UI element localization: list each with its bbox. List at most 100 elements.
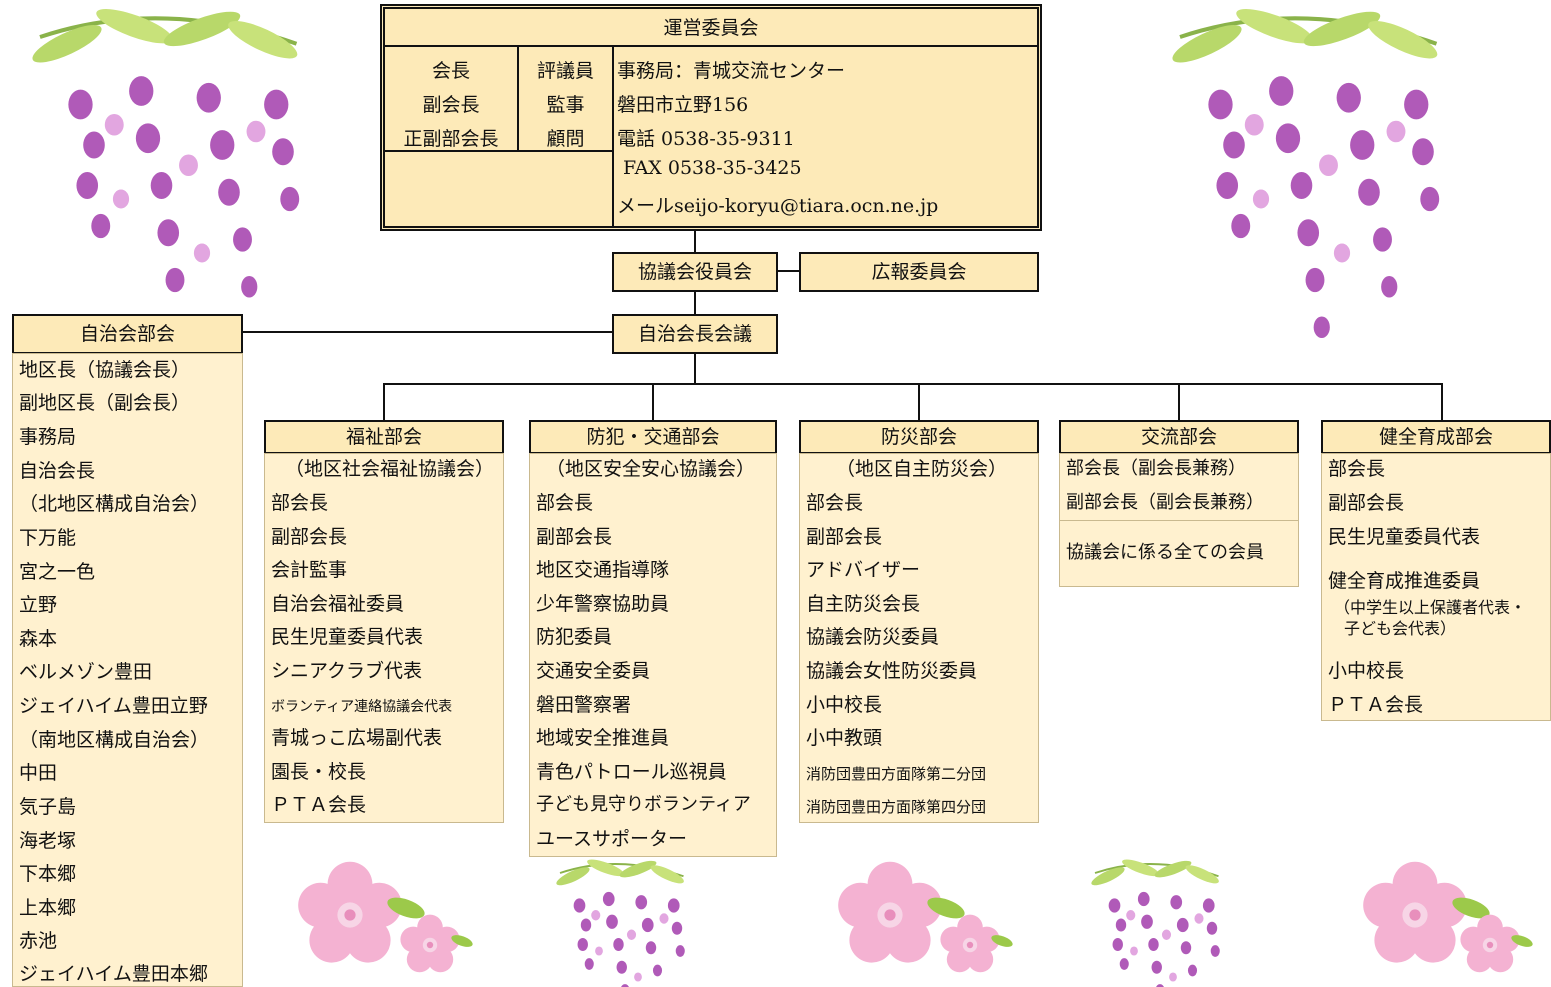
- list-item: ベルメゾン豊田: [19, 661, 153, 683]
- list-item: 交通安全委員: [536, 660, 651, 682]
- management-auditors: 監事: [546, 94, 585, 116]
- crime-traffic-division-title: 防犯・交通部会: [529, 420, 777, 454]
- youth-division-title: 健全育成部会: [1321, 420, 1551, 454]
- management-division-heads: 正副部会長: [403, 128, 499, 150]
- list-item: （南地区構成自治会）: [19, 729, 210, 751]
- pr-committee-box: 広報委員会: [799, 252, 1039, 292]
- list-item: 自治会長: [19, 460, 96, 482]
- list-item: （地区安全安心協議会）: [546, 458, 756, 480]
- list-item: 副部会長: [1328, 492, 1405, 514]
- list-item: 下万能: [19, 527, 77, 549]
- list-item: 地域安全推進員: [536, 727, 670, 749]
- list-item: 副地区長（副会長）: [19, 392, 191, 414]
- disaster-division-title: 防災部会: [799, 420, 1039, 454]
- connector-drop-3: [918, 383, 920, 420]
- list-item: ジェイハイム豊田立野: [19, 695, 208, 717]
- list-item: （地区自主防災会）: [836, 458, 1008, 480]
- management-vice-chair: 副会長: [422, 94, 480, 116]
- list-item: 気子島: [19, 796, 77, 818]
- welfare-division-panel: （地区社会福祉協議会） 部会長 副部会長 会計監事 自治会福祉委員 民生児童委員…: [264, 453, 504, 823]
- officers-meeting-box: 協議会役員会: [612, 252, 778, 292]
- jichikai-panel: 地区長（協議会長） 副地区長（副会長） 事務局 自治会長 （北地区構成自治会） …: [12, 353, 243, 987]
- list-item: 自治会福祉委員: [271, 593, 405, 615]
- list-item: 消防団豊田方面隊第四分団: [806, 798, 987, 816]
- connector-bus: [383, 383, 1443, 385]
- list-item: 副部会長（副会長兼務）: [1066, 492, 1264, 513]
- management-councilors: 評議員: [536, 60, 594, 82]
- list-item: 園長・校長: [271, 761, 367, 783]
- list-item: ユースサポーター: [536, 828, 688, 850]
- divider: [1060, 520, 1298, 521]
- list-item: ジェイハイム豊田本郷: [19, 963, 208, 985]
- contact-phone: 電話 0538-35-9311: [617, 128, 795, 150]
- list-item: 協議会に係る全ての会員: [1066, 542, 1264, 563]
- connector-chairs-bus: [694, 352, 696, 384]
- connector-mgmt-officers: [694, 230, 696, 254]
- connector-jichikai-chairs: [242, 331, 612, 333]
- contact-office: 事務局：青城交流センター: [617, 60, 846, 82]
- list-item: 子ども会代表）: [1344, 619, 1457, 638]
- list-item: ボランティア連絡協議会代表: [271, 699, 453, 715]
- list-item: 赤池: [19, 930, 58, 952]
- list-item: 副部会長: [271, 526, 348, 548]
- list-item: 会計監事: [271, 559, 348, 581]
- jichikai-title: 自治会部会: [12, 314, 243, 354]
- list-item: ＰＴＡ会長: [271, 794, 367, 816]
- list-item: 防犯委員: [536, 626, 613, 648]
- list-item: 子ども見守りボランティア: [536, 794, 751, 815]
- list-item: 民生児童委員代表: [271, 626, 424, 648]
- list-item: 部会長: [806, 492, 864, 514]
- list-item: アドバイザー: [806, 559, 921, 581]
- list-item: （北地区構成自治会）: [19, 493, 210, 515]
- list-item: 磐田警察署: [536, 694, 632, 716]
- list-item: 中田: [19, 762, 58, 784]
- list-item: （地区社会福祉協議会）: [285, 458, 495, 480]
- list-item: 小中校長: [806, 694, 883, 716]
- list-item: 小中校長: [1328, 660, 1405, 682]
- list-item: 海老塚: [19, 830, 77, 852]
- list-item: 副部会長: [806, 526, 883, 548]
- list-item: 部会長: [1328, 458, 1386, 480]
- list-item: 事務局: [19, 426, 77, 448]
- list-item: 青色パトロール巡視員: [536, 761, 727, 783]
- list-item: 森本: [19, 628, 58, 650]
- exchange-division-panel: 部会長（副会長兼務） 副部会長（副会長兼務） 協議会に係る全ての会員: [1059, 453, 1299, 587]
- list-item: 自主防災会長: [806, 593, 921, 615]
- list-item: 地区長（協議会長）: [19, 359, 191, 381]
- list-item: 上本郷: [19, 897, 77, 919]
- welfare-division-title: 福祉部会: [264, 420, 504, 454]
- list-item: 協議会女性防災委員: [806, 660, 978, 682]
- list-item: 副部会長: [536, 526, 613, 548]
- list-item: 民生児童委員代表: [1328, 526, 1481, 548]
- exchange-division-title: 交流部会: [1059, 420, 1299, 454]
- contact-fax: FAX 0538-35-3425: [617, 157, 802, 179]
- management-chair: 会長: [431, 60, 470, 82]
- connector-officers-chairs: [694, 290, 696, 314]
- connector-drop-1: [383, 383, 385, 420]
- list-item: 下本郷: [19, 863, 77, 885]
- management-advisors: 顧問: [546, 128, 585, 150]
- crime-traffic-division-panel: （地区安全安心協議会） 部会長 副部会長 地区交通指導隊 少年警察協助員 防犯委…: [529, 453, 777, 857]
- chairs-meeting-box: 自治会長会議: [612, 314, 778, 354]
- list-item: 部会長: [271, 492, 329, 514]
- list-item: 少年警察協助員: [536, 593, 670, 615]
- connector-drop-4: [1178, 383, 1180, 420]
- youth-division-panel: 部会長 副部会長 民生児童委員代表 健全育成推進委員 （中学生以上保護者代表・ …: [1321, 453, 1551, 721]
- connector-officers-pr: [777, 270, 799, 272]
- list-item: 立野: [19, 594, 58, 616]
- list-item: （中学生以上保護者代表・: [1334, 598, 1527, 617]
- management-title: 運営委員会: [385, 9, 1037, 47]
- list-item: 青城っこ広場副代表: [271, 727, 443, 749]
- connector-drop-2: [652, 383, 654, 420]
- contact-address: 磐田市立野156: [617, 94, 749, 116]
- list-item: 健全育成推進委員: [1328, 570, 1481, 592]
- list-item: 部会長（副会長兼務）: [1066, 458, 1246, 479]
- list-item: 協議会防災委員: [806, 626, 940, 648]
- list-item: 消防団豊田方面隊第二分団: [806, 765, 987, 783]
- list-item: 地区交通指導隊: [536, 559, 670, 581]
- disaster-division-panel: （地区自主防災会） 部会長 副部会長 アドバイザー 自主防災会長 協議会防災委員…: [799, 453, 1039, 823]
- list-item: 部会長: [536, 492, 594, 514]
- list-item: ＰＴＡ会長: [1328, 694, 1424, 716]
- list-item: シニアクラブ代表: [271, 660, 423, 682]
- management-committee: 運営委員会 会長 副会長 正副部会長 評議員 監事 顧問 事務局：青城交流センタ…: [380, 4, 1042, 231]
